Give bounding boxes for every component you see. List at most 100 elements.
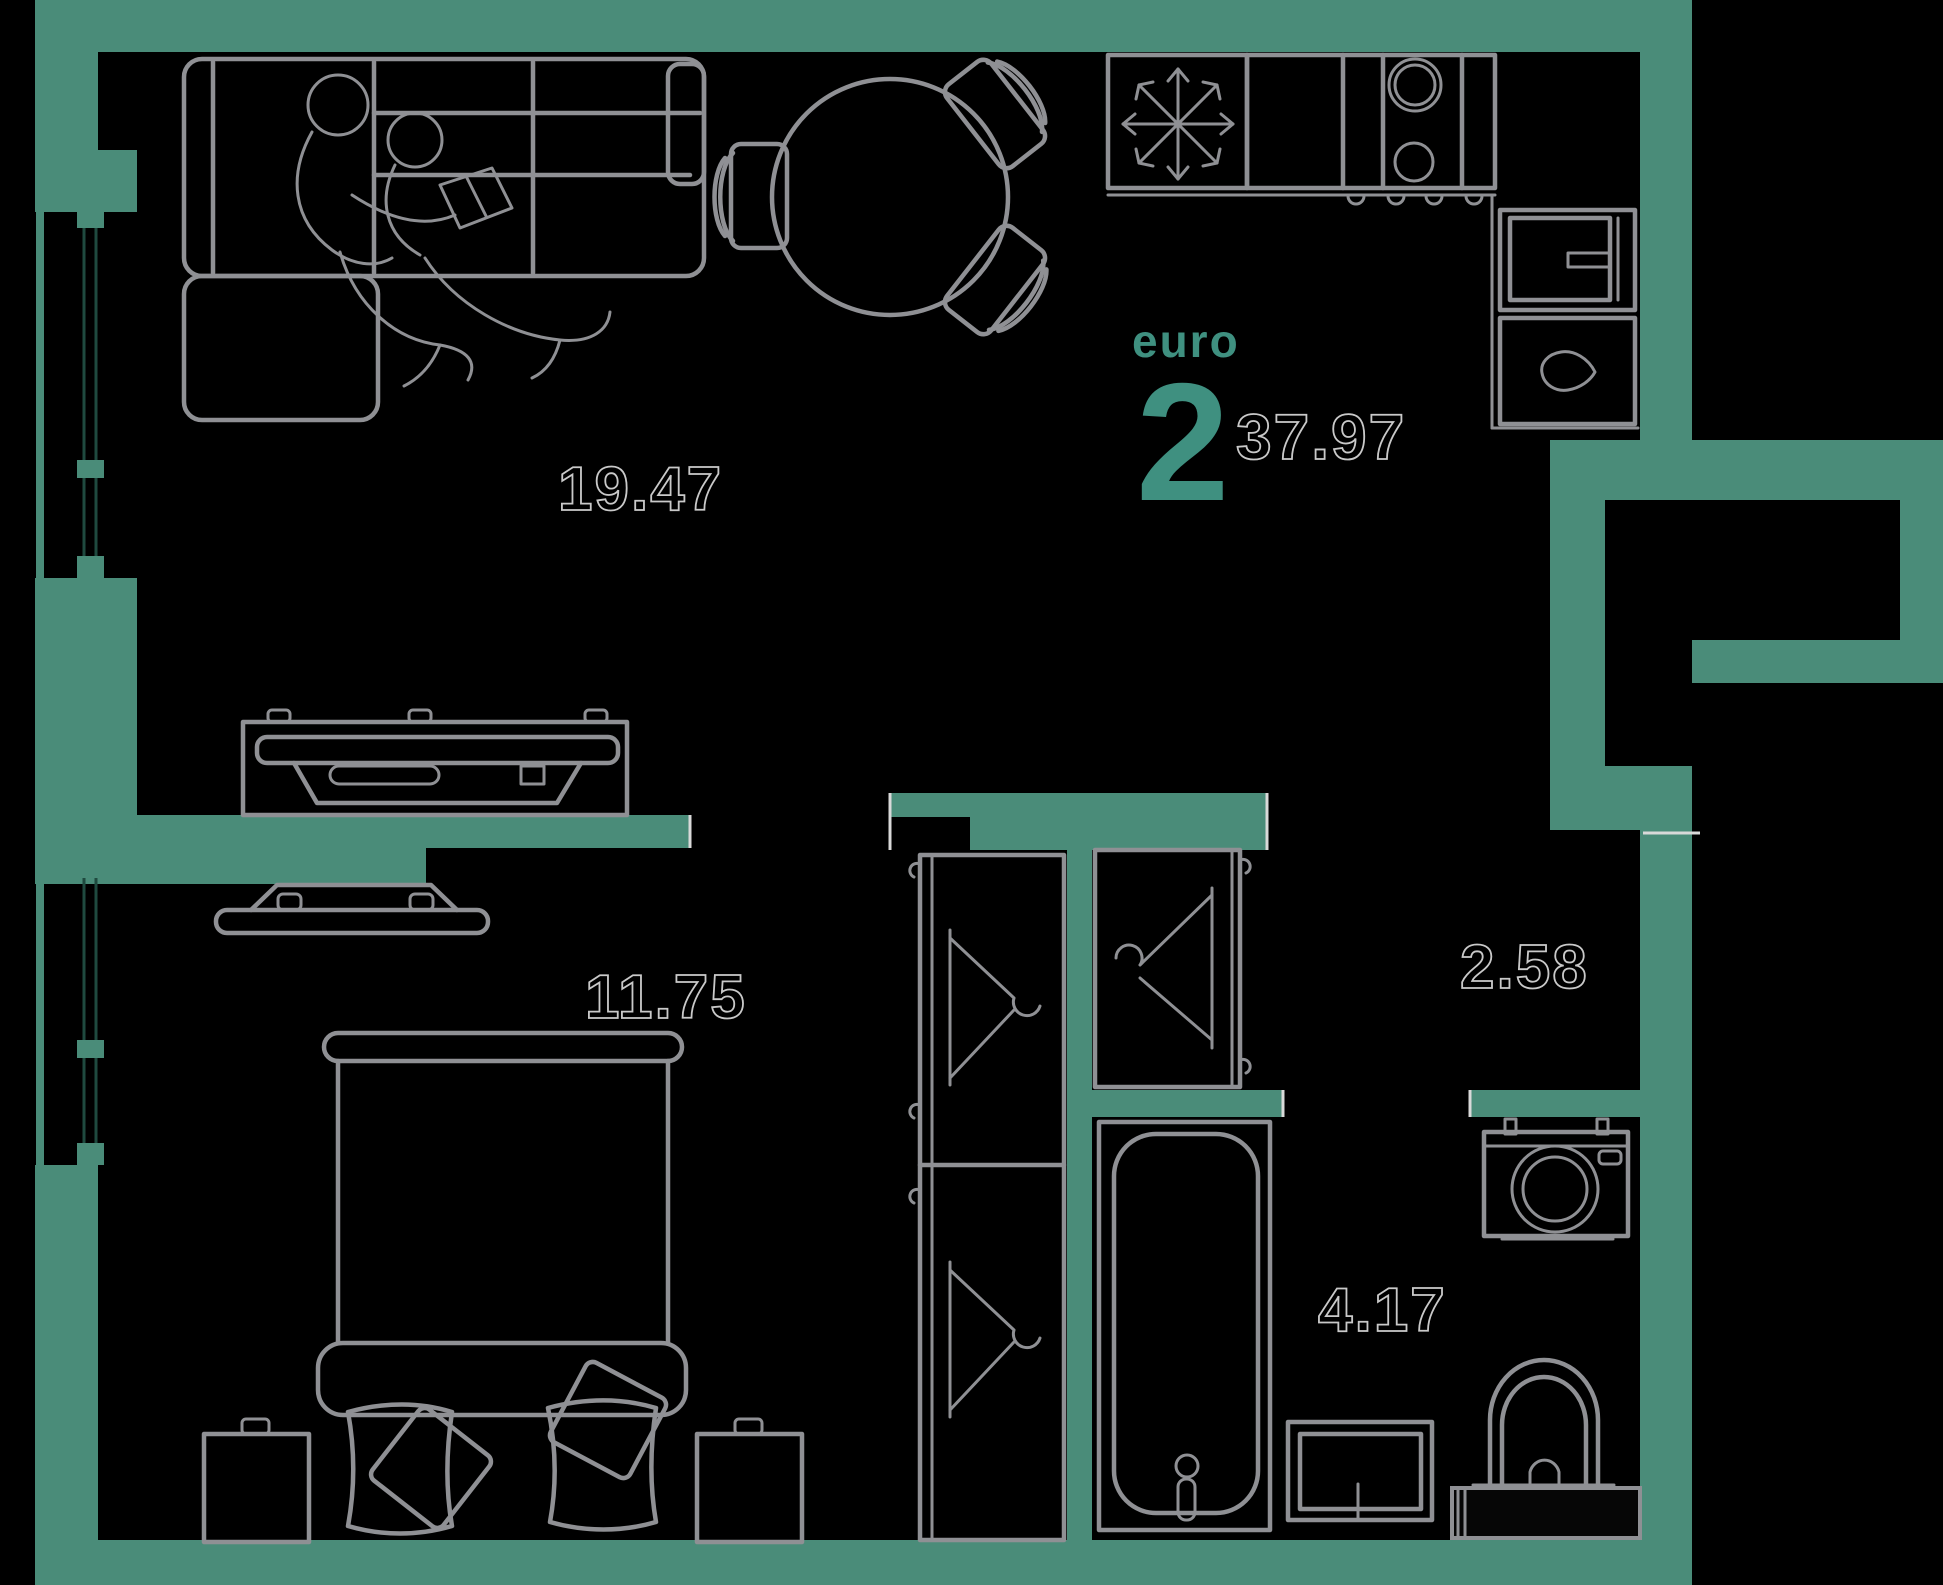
window-frame-cap [77, 856, 104, 878]
book [438, 166, 514, 230]
tray-inner [1297, 1431, 1424, 1512]
wardrobe-bump [908, 1187, 922, 1205]
wardrobe-outline [917, 852, 1067, 1543]
closet-outline [1092, 847, 1243, 1090]
window-frame-cap [77, 206, 104, 228]
wall-segment [35, 1540, 1692, 1585]
fridge-snowflake-icon [1121, 67, 1235, 181]
nightstand-right [694, 1417, 805, 1545]
washer-tab [1595, 1117, 1610, 1136]
cabinet-box [1497, 315, 1638, 427]
hanger-shape [948, 1260, 1042, 1419]
wall-segment [970, 817, 1267, 850]
bed-footboard [321, 1030, 685, 1064]
bathtub-drain [1174, 1453, 1200, 1479]
washer-tab [1503, 1117, 1518, 1136]
sofa-chaise [181, 273, 381, 423]
wall-segment [35, 815, 689, 848]
person-body [295, 130, 394, 266]
wardrobe-bump [908, 861, 922, 879]
wall-segment [1550, 766, 1692, 830]
window-frame-cap [77, 556, 104, 578]
wall-segment [36, 212, 44, 578]
wall-segment [1640, 0, 1692, 440]
person-head [306, 73, 370, 137]
person-legs [423, 256, 612, 342]
counter-cabinet [1244, 52, 1498, 191]
rooms-count-label: 2 [1136, 348, 1229, 536]
wall-segment [35, 1165, 98, 1585]
nightstand-handle [240, 1417, 271, 1436]
wall-segment [1550, 440, 1943, 500]
pillow-decor [547, 1359, 669, 1481]
area-label-living-kitchen: 19.47 [558, 455, 723, 524]
window-frame-cap [77, 1143, 104, 1165]
teardrop-handle [1540, 350, 1597, 392]
chair-back [712, 155, 728, 239]
pillow [345, 1402, 455, 1536]
chair-seat [942, 223, 1048, 337]
dining-chair [942, 57, 1048, 171]
stove-burners [1387, 57, 1443, 183]
cabinet-handle [1386, 194, 1406, 206]
console-outline [240, 719, 630, 818]
sofa-armrest [665, 61, 707, 187]
chair-seat [942, 57, 1048, 171]
person-head [386, 111, 444, 169]
chair-back [994, 59, 1048, 126]
snowflake-tip [1201, 80, 1222, 101]
wall-segment [35, 0, 1692, 52]
vanity-counter [1450, 1486, 1642, 1540]
person-foot [402, 343, 442, 388]
person-legs [338, 250, 474, 382]
toilet-outer [1487, 1357, 1601, 1488]
wall-segment [1692, 640, 1943, 683]
bath-tray-cabinet [1285, 1419, 1435, 1523]
total-area-label: 37.97 [1236, 401, 1406, 473]
tv-top [248, 882, 460, 913]
dining-table [769, 76, 1011, 318]
bathtub-inner [1111, 1131, 1261, 1516]
wardrobe-bedroom [908, 852, 1067, 1543]
toilet-hinge [1528, 1458, 1561, 1487]
bathtub-outline [1096, 1119, 1273, 1533]
closet-hallway [1092, 847, 1252, 1090]
cabinet-handle [1464, 194, 1484, 206]
pillow-decor [368, 1405, 494, 1531]
hanger-shape [948, 928, 1042, 1087]
pillow [545, 1398, 659, 1532]
hanger-icon [948, 928, 1042, 1087]
wall-segment [1092, 1090, 1283, 1117]
console-tab [266, 708, 292, 724]
washer-knob [1597, 1149, 1623, 1166]
window-frame-cap [77, 1040, 104, 1058]
toilet [1471, 1357, 1616, 1488]
table-top [769, 76, 1011, 318]
washer-body [1481, 1129, 1631, 1239]
snowflake-tip [1134, 147, 1155, 168]
dining-chair [712, 141, 790, 251]
nightstand-left [201, 1417, 312, 1545]
wall-segment [35, 150, 137, 212]
tv-console-living [240, 708, 630, 818]
burner-large-inner [1393, 63, 1437, 107]
dining-chair [942, 223, 1049, 337]
washer-drum-inner [1521, 1155, 1589, 1223]
window-upper [77, 206, 104, 578]
chair-seat [728, 141, 790, 251]
sink-cabinet [1497, 207, 1638, 313]
hanger-icon [948, 1260, 1042, 1419]
chair-back [718, 150, 736, 244]
kitchen-counter [1105, 52, 1640, 430]
tv-base [291, 760, 584, 806]
walls [35, 0, 1943, 1585]
sofa [181, 56, 707, 423]
tv-base-detail [519, 764, 546, 786]
window-lower [77, 856, 104, 1165]
snowflake-tip [1219, 112, 1235, 136]
person-foot [530, 338, 562, 380]
bed [315, 1030, 689, 1536]
wall-segment [1470, 1090, 1640, 1117]
tv-screen-bar [213, 907, 491, 936]
